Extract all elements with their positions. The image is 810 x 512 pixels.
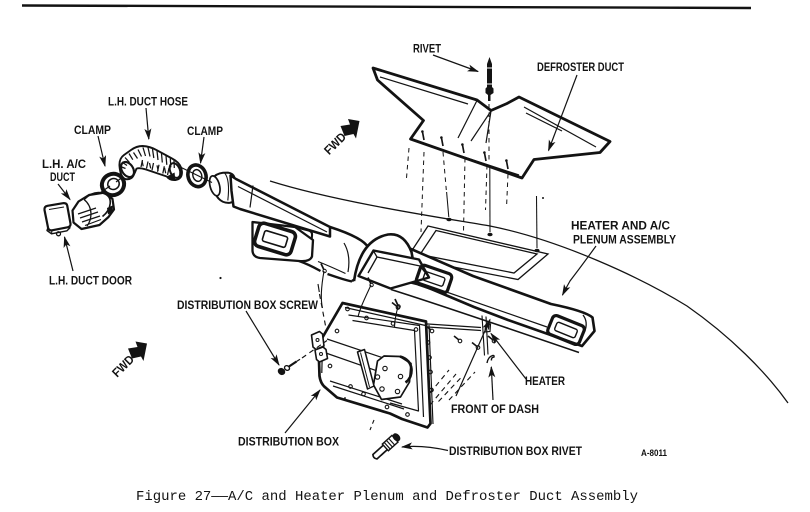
svg-text:A-8011: A-8011: [641, 448, 668, 459]
svg-text:L.H. DUCT DOOR: L.H. DUCT DOOR: [49, 274, 132, 288]
svg-text:HEATER AND A/C: HEATER AND A/C: [571, 219, 670, 233]
svg-text:FRONT OF DASH: FRONT OF DASH: [451, 402, 539, 416]
svg-text:DISTRIBUTION BOX: DISTRIBUTION BOX: [238, 435, 340, 449]
svg-text:DISTRIBUTION BOX RIVET: DISTRIBUTION BOX RIVET: [449, 444, 582, 458]
svg-text:PLENUM ASSEMBLY: PLENUM ASSEMBLY: [573, 233, 676, 247]
svg-text:L.H. DUCT HOSE: L.H. DUCT HOSE: [108, 95, 188, 109]
svg-text:DISTRIBUTION BOX SCREW: DISTRIBUTION BOX SCREW: [177, 298, 318, 312]
svg-text:Figure 27——A/C and Heater Plen: Figure 27——A/C and Heater Plenum and Def…: [136, 489, 638, 505]
svg-text:RIVET: RIVET: [413, 42, 441, 56]
svg-text:HEATER: HEATER: [525, 374, 565, 388]
svg-text:DUCT: DUCT: [50, 170, 75, 184]
svg-text:CLAMP: CLAMP: [187, 124, 223, 138]
svg-text:DEFROSTER DUCT: DEFROSTER DUCT: [537, 60, 624, 74]
svg-text:CLAMP: CLAMP: [74, 123, 111, 137]
svg-text:L.H. A/C: L.H. A/C: [42, 157, 86, 171]
